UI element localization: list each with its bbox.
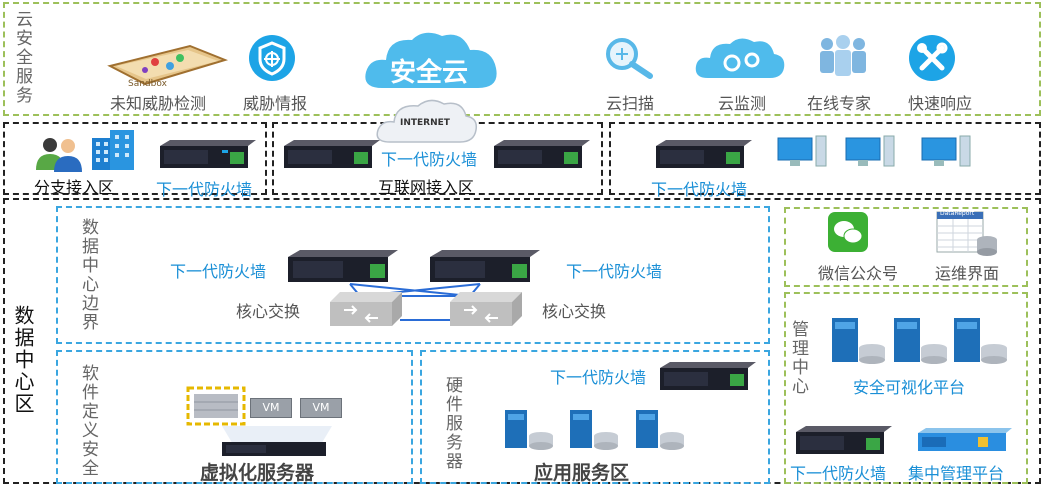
interface-zone xyxy=(784,207,1028,287)
datacenter-border-zone xyxy=(56,206,770,344)
branch-zone-label: 分支接入区 xyxy=(34,178,115,197)
virtualization-server-icon xyxy=(222,426,332,456)
security-cloud-title: 安全云 xyxy=(390,58,469,88)
cloud-services-zone xyxy=(3,2,1041,116)
mgmt-firewall-icon xyxy=(796,426,892,454)
hw-fw-label: 下一代防火墙 xyxy=(550,368,647,387)
tools-icon xyxy=(909,35,955,81)
core-fw-left-icon xyxy=(288,250,398,282)
magnifier-icon xyxy=(606,38,653,79)
building-icon xyxy=(92,130,134,170)
sds-zone xyxy=(56,350,413,484)
core-fw-left-label: 下一代防火墙 xyxy=(170,262,267,281)
quick-response-label: 快速响应 xyxy=(908,94,973,113)
threat-intel-icon xyxy=(249,35,295,81)
mgmt-firewall-label: 下一代防火墙 xyxy=(790,464,887,483)
visual-server-icon xyxy=(954,318,1007,364)
app-zone-label: 应用服务区 xyxy=(534,462,630,484)
internet-cloud-label: INTERNET xyxy=(400,118,450,128)
internet-firewall-left-icon xyxy=(284,140,380,168)
cloud-scan-label: 云扫描 xyxy=(606,94,655,113)
desktop-pc-icon xyxy=(921,135,971,167)
right-firewall-label: 下一代防火墙 xyxy=(651,180,748,199)
svg-text:Sandbox: Sandbox xyxy=(128,79,168,89)
core-switch-right-icon xyxy=(450,292,522,326)
internet-zone-label: 互联网接入区 xyxy=(378,178,475,197)
internet-firewall-label: 下一代防火墙 xyxy=(381,150,478,169)
visual-server-icon xyxy=(894,318,947,364)
hw-firewall-icon xyxy=(660,362,756,390)
visual-platform-label: 安全可视化平台 xyxy=(853,378,966,397)
hardware-server-zone xyxy=(420,350,770,484)
cloud-services-title: 云安全服务 xyxy=(12,10,32,105)
ops-label: 运维界面 xyxy=(935,264,1000,283)
internet-cloud-icon xyxy=(376,99,478,143)
visual-server-icon xyxy=(832,318,885,364)
hw-server-label: 硬件服务器 xyxy=(442,376,462,471)
core-switch-left-label: 核心交换 xyxy=(236,302,301,321)
app-server-icon xyxy=(505,410,553,450)
cloud-monitor-label: 云监测 xyxy=(718,94,767,113)
app-server-icon xyxy=(570,410,618,450)
sandbox-label: 未知威胁检测 xyxy=(110,94,207,113)
cloud-gear-icon xyxy=(695,38,785,78)
users-icon xyxy=(36,138,82,172)
branch-access-zone xyxy=(3,122,267,195)
desktop-pc-icon xyxy=(777,135,827,167)
desktop-pc-icon xyxy=(845,135,895,167)
firewall-appliance-icon xyxy=(160,140,256,168)
right-access-zone xyxy=(609,122,1041,195)
internet-firewall-right-icon xyxy=(494,140,590,168)
central-mgmt-appliance-icon xyxy=(918,428,1012,451)
virtual-firewall-icon xyxy=(186,386,246,426)
wechat-label: 微信公众号 xyxy=(818,264,899,283)
experts-icon xyxy=(820,35,866,76)
sandbox-icon: Sandbox xyxy=(107,44,229,89)
datacenter-border-label: 数据中心边界 xyxy=(78,218,98,332)
online-expert-label: 在线专家 xyxy=(807,94,872,113)
core-fw-right-label: 下一代防火墙 xyxy=(566,262,663,281)
right-firewall-icon xyxy=(656,140,752,168)
wechat-icon xyxy=(828,212,868,252)
app-server-icon xyxy=(636,410,684,450)
branch-firewall-label: 下一代防火墙 xyxy=(156,180,253,199)
core-switch-left-icon xyxy=(330,292,402,326)
datacenter-title: 数据中心区 xyxy=(11,305,35,415)
vm-2: VM xyxy=(300,398,342,418)
core-fw-right-icon xyxy=(430,250,540,282)
vm-1: VM xyxy=(250,398,292,418)
sds-label: 软件定义安全 xyxy=(78,364,98,478)
threat-intel-label: 威胁情报 xyxy=(243,94,308,113)
mgmt-center-zone xyxy=(784,292,1028,484)
security-cloud-icon xyxy=(365,32,497,88)
core-switch-right-label: 核心交换 xyxy=(542,302,607,321)
vserver-label: 虚拟化服务器 xyxy=(200,462,315,484)
ops-report-icon xyxy=(936,211,997,256)
ops-report-header: DataReport xyxy=(940,210,975,217)
central-mgmt-label: 集中管理平台 xyxy=(908,464,1005,483)
mgmt-center-label: 管理中心 xyxy=(788,320,808,396)
